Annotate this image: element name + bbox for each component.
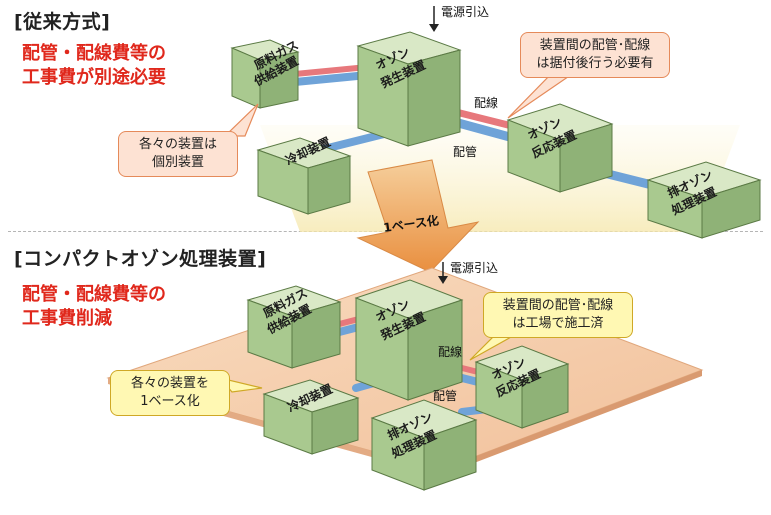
top-right-callout-line1: 装置間の配管･配線 — [539, 38, 651, 53]
bottom-box-cooling: 冷却装置 — [262, 379, 360, 455]
top-piping-label: 配管 — [453, 144, 477, 159]
top-box-ozone-gen: オゾン 発生装置 — [356, 31, 462, 147]
top-left-callout: 各々の装置は 個別装置 — [118, 131, 238, 177]
top-box-raw-gas: 原料ガス 供給装置 — [230, 37, 301, 109]
bottom-right-callout-line1: 装置間の配管･配線 — [502, 298, 614, 313]
bottom-wiring-label: 配線 — [438, 344, 462, 359]
bottom-box-waste: 排オゾン 処理装置 — [370, 399, 478, 491]
top-note: 配管・配線費等の 工事費が別途必要 — [22, 42, 166, 90]
bottom-note-line2: 工事費削減 — [22, 308, 112, 329]
bottom-box-ozone-gen: オゾン 発生装置 — [354, 279, 464, 401]
bottom-power-label: 電源引込 — [450, 261, 498, 275]
bottom-box-reactor: オゾン 反応装置 — [474, 345, 570, 429]
bottom-note-line1: 配管・配線費等の — [22, 284, 166, 305]
top-box-reactor: オゾン 反応装置 — [506, 103, 614, 193]
top-power-arrow — [429, 6, 439, 32]
top-left-callout-line2: 個別装置 — [151, 155, 204, 170]
top-note-line2: 工事費が別途必要 — [22, 67, 166, 88]
bottom-heading: [コンパクトオゾン処理装置] — [14, 248, 267, 270]
bottom-left-callout-line1: 各々の装置を — [130, 376, 209, 391]
top-left-callout-line1: 各々の装置は — [138, 137, 217, 152]
top-power-label: 電源引込 — [441, 5, 489, 19]
bottom-power-arrow — [438, 262, 448, 284]
bottom-piping-label: 配管 — [433, 388, 457, 403]
top-wiring-label: 配線 — [474, 95, 498, 110]
bottom-left-callout-line2: 1ベース化 — [140, 394, 200, 409]
bottom-note: 配管・配線費等の 工事費削減 — [22, 283, 166, 331]
top-box-waste: 排オゾン 処理装置 — [646, 161, 762, 239]
one-base-arrow — [356, 159, 480, 273]
bottom-left-callout: 各々の装置を 1ベース化 — [110, 370, 230, 416]
top-right-callout-line2: は据付後行う必要有 — [536, 56, 654, 71]
base-plate-side-edge — [440, 370, 702, 476]
top-heading: [従来方式] — [14, 11, 111, 33]
bottom-right-callout: 装置間の配管･配線 は工場で施工済 — [483, 292, 633, 338]
top-box-cooling: 冷却装置 — [256, 134, 352, 215]
bottom-right-callout-line2: は工場で施工済 — [512, 316, 604, 331]
bottom-box-raw-gas: 原料ガス 供給装置 — [246, 285, 342, 369]
top-right-callout: 装置間の配管･配線 は据付後行う必要有 — [520, 32, 670, 78]
top-note-line1: 配管・配線費等の — [22, 43, 166, 64]
